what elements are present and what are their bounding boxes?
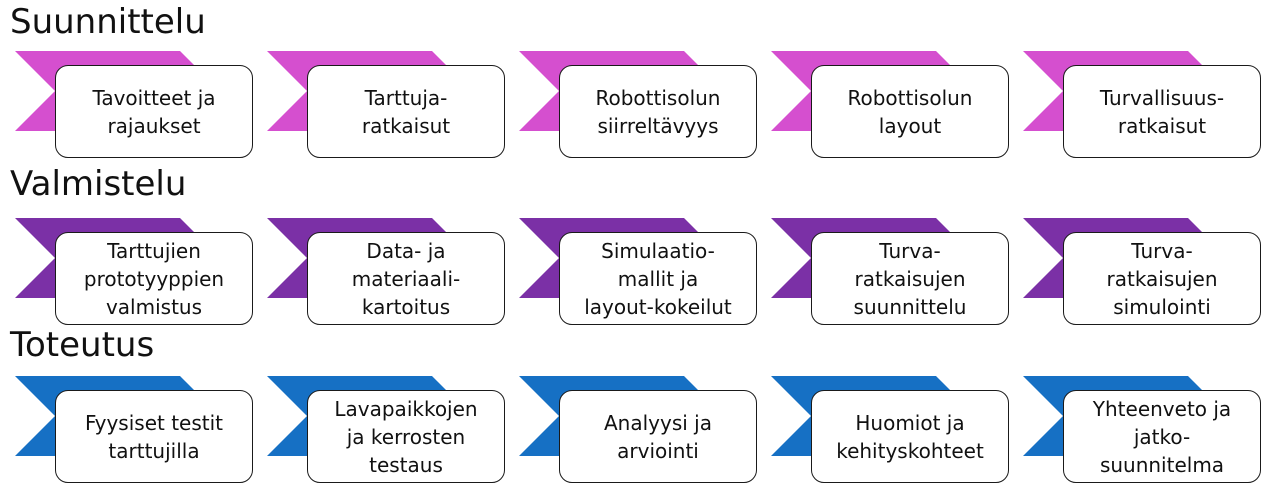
step-card: Data- ja materiaali- kartoitus [307, 232, 505, 325]
step-card: Lavapaikkojen ja kerrosten testaus [307, 390, 505, 483]
step-text-line: ratkaisut [361, 113, 451, 138]
step-text-line: ratkaisujen [1106, 266, 1218, 291]
step-text-line: Analyysi ja [604, 410, 712, 435]
step-card: Robottisolun layout [811, 65, 1009, 158]
step-card: Tarttujien prototyyppien valmistus [55, 232, 253, 325]
step-text-line: Yhteenveto ja [1092, 396, 1232, 421]
step-text-line: kehityskohteet [836, 438, 984, 463]
step-card: Turvallisuus- ratkaisut [1063, 65, 1261, 158]
step-text-line: Huomiot ja [855, 410, 965, 435]
step-text-line: Tarttujien [107, 238, 201, 263]
step-text-line: ratkaisut [1117, 113, 1207, 138]
step-text-line: Turva- [1131, 238, 1193, 263]
section-title-suunnittelu: Suunnittelu [10, 2, 206, 42]
section-title-toteutus: Toteutus [10, 325, 155, 365]
step-card: Tavoitteet ja rajaukset [55, 65, 253, 158]
step-text-line: siirreltävyys [597, 113, 719, 138]
step-text-line: layout [878, 113, 942, 138]
step-text-line: Robottisolun [595, 85, 721, 110]
step-text-line: Turvallisuus- [1099, 85, 1225, 110]
step-card: Robottisolun siirreltävyys [559, 65, 757, 158]
step-text-line: tarttujilla [108, 438, 200, 463]
step-text-line: Lavapaikkojen [334, 396, 478, 421]
step-text-line: prototyyppien [83, 266, 225, 291]
step-text-line: ratkaisujen [854, 266, 966, 291]
step-text-line: Simulaatio- [601, 238, 715, 263]
step-text-line: ja kerrosten [346, 424, 466, 449]
step-text-line: mallit ja [617, 266, 699, 291]
step-text-line: Turva- [879, 238, 941, 263]
step-text-line: materiaali- [351, 266, 461, 291]
step-card: Huomiot ja kehityskohteet [811, 390, 1009, 483]
step-card: Yhteenveto ja jatko- suunnitelma [1063, 390, 1261, 483]
step-card: Turva- ratkaisujen suunnittelu [811, 232, 1009, 325]
step-text-line: layout-kokeilut [584, 294, 732, 319]
step-text-line: rajaukset [107, 113, 201, 138]
step-text-line: Data- ja [366, 238, 446, 263]
step-card: Fyysiset testit tarttujilla [55, 390, 253, 483]
step-text-line: Tarttuja- [364, 85, 448, 110]
step-card: Analyysi ja arviointi [559, 390, 757, 483]
step-text-line: suunnittelu [853, 294, 967, 319]
step-text-line: suunnitelma [1099, 452, 1225, 477]
step-text-line: Robottisolun [847, 85, 973, 110]
step-text-line: valmistus [105, 294, 203, 319]
step-text-line: jatko- [1133, 424, 1191, 449]
section-title-valmistelu: Valmistelu [10, 164, 187, 204]
step-text-line: simulointi [1113, 294, 1211, 319]
step-card: Tarttuja- ratkaisut [307, 65, 505, 158]
step-card: Turva- ratkaisujen simulointi [1063, 232, 1261, 325]
step-text-line: testaus [369, 452, 443, 477]
step-text-line: kartoitus [361, 294, 451, 319]
step-card: Simulaatio- mallit ja layout-kokeilut [559, 232, 757, 325]
step-text-line: Tavoitteet ja [92, 85, 216, 110]
step-text-line: arviointi [617, 438, 699, 463]
step-text-line: Fyysiset testit [84, 410, 224, 435]
